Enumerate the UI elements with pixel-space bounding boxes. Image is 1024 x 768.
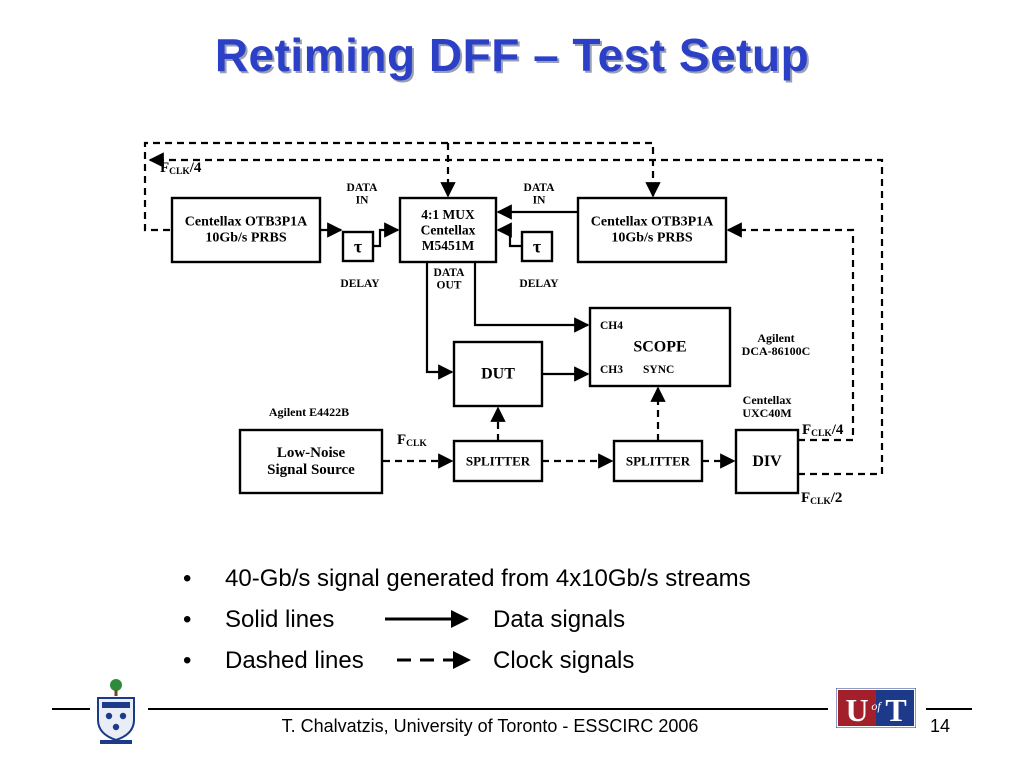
dut-box [452, 340, 544, 408]
fclk2-label: FCLK/2 [801, 490, 842, 507]
data-in-left-label: IN [356, 195, 369, 207]
mux-to-dut-line [425, 262, 454, 380]
div-label: DIV [752, 453, 782, 470]
splitter-1-label: SPLITTER [466, 454, 531, 469]
footer-rule [148, 708, 828, 710]
uoft-logo-icon: U of T [836, 688, 916, 728]
data-out-label: OUT [437, 280, 462, 292]
div-box [734, 428, 800, 495]
delay-left-label: τ [354, 237, 363, 257]
fclk-label: FCLK [397, 432, 427, 449]
prbs-right-label: 10Gb/s PRBS [611, 231, 693, 246]
centellax-div-label: Centellax [743, 393, 792, 407]
centellax-div-label: UXC40M [742, 406, 791, 420]
scope-label: SCOPE [633, 339, 686, 356]
data-in-left-label: DATA [347, 182, 379, 194]
university-crest-icon [97, 679, 135, 744]
delay-right-label: τ [533, 237, 542, 257]
svg-text:of: of [871, 699, 882, 713]
source-box [238, 428, 384, 495]
source-label: Low-Noise [277, 445, 346, 461]
bullet-dot: • [183, 606, 192, 633]
splitter-2-box [612, 439, 704, 483]
solid-arrow-icon [385, 610, 469, 628]
prbs-left-label: Centellax OTB3P1A [185, 214, 308, 229]
prbs-left-box [170, 196, 322, 264]
fclk4-right-label: FCLK/4 [802, 422, 844, 439]
bullet-dot: • [183, 647, 192, 674]
splitter-1-box [452, 439, 544, 483]
div-to-prbs-dashed [726, 222, 855, 442]
mux-label: Centellax [421, 223, 476, 238]
data-out-label: DATA [434, 267, 466, 279]
slide-title: Retiming DFF – Test Setup [214, 29, 810, 81]
ch4-label: CH4 [600, 320, 623, 332]
svg-text:U: U [845, 692, 868, 728]
bullet-desc: Clock signals [493, 647, 635, 674]
delay-left-box [341, 230, 375, 263]
bullet-text: 40-Gb/s signal generated from 4x10Gb/s s… [225, 565, 751, 592]
delay-label-left-label: DELAY [340, 278, 380, 290]
dashed-arrow-icon [397, 651, 471, 669]
delay-left-to-mux-line [373, 222, 400, 248]
footer-rule [926, 708, 972, 710]
agilent-scope-label: DCA-86100C [742, 344, 811, 358]
bullet-desc: Data signals [493, 606, 626, 633]
footer-text: T. Chalvatzis, University of Toronto - E… [281, 716, 699, 736]
ch3-label: CH3 [600, 364, 623, 376]
prbs-right-box [576, 196, 728, 264]
delay-label-right-label: DELAY [519, 278, 559, 290]
mux-box [398, 196, 498, 264]
sync-label: SYNC [643, 364, 674, 376]
dut-label: DUT [481, 366, 515, 383]
source-label: Signal Source [267, 462, 355, 478]
agilent-scope-label: Agilent [757, 331, 794, 345]
connections [143, 141, 884, 476]
div-to-left-dashed [148, 152, 884, 476]
svg-text:T: T [885, 692, 906, 728]
fclk4-top-label: FCLK/4 [160, 160, 202, 177]
agilent-source-label: Agilent E4422B [269, 405, 349, 419]
prbs-right-label: Centellax OTB3P1A [591, 214, 714, 229]
prbs-left-label: 10Gb/s PRBS [205, 231, 287, 246]
bullet-text: Dashed lines [225, 647, 364, 674]
footer-rule [52, 708, 90, 710]
splitter-2-label: SPLITTER [626, 454, 691, 469]
page-number: 14 [929, 716, 951, 736]
bullet-dot: • [183, 565, 192, 592]
delay-right-box [520, 230, 554, 263]
mux-label: M5451M [422, 238, 475, 253]
delay-right-to-mux-line [496, 222, 522, 248]
mux-label: 4:1 MUX [421, 207, 475, 222]
scope-box [588, 306, 732, 388]
mux-to-scope-line [473, 262, 590, 333]
bullet-text: Solid lines [225, 606, 335, 633]
data-in-right-label: IN [533, 195, 546, 207]
data-in-right-label: DATA [524, 182, 556, 194]
